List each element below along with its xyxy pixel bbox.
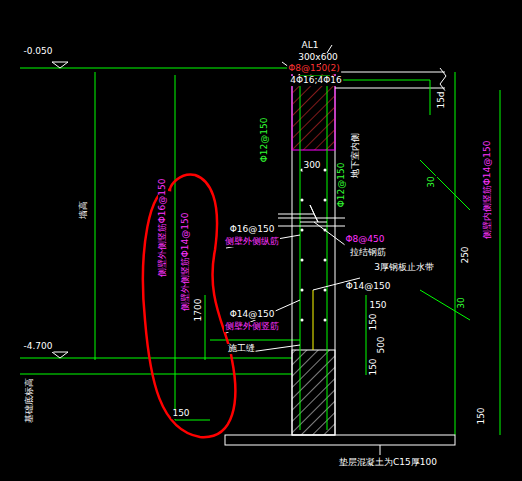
drawing-label: Φ12@150 <box>337 162 347 209</box>
drawing-label: 150 <box>477 406 487 425</box>
drawing-label: 垫层混凝土为C15厚100 <box>338 458 438 468</box>
drawing-label: 150 <box>369 312 379 331</box>
drawing-label: 1700 <box>194 298 204 323</box>
drawing-label: Φ16@150 <box>229 225 276 235</box>
drawing-label: 250 <box>461 245 471 264</box>
drawing-label: 4Φ16;4Φ16 <box>289 76 343 86</box>
drawing-label: 150 <box>171 409 190 419</box>
drawing-label: 侧壁内侧竖筋Φ14@150 <box>483 140 493 241</box>
drawing-label: 500 <box>377 335 387 354</box>
drawing-label: 30 <box>427 175 437 188</box>
drawing-label: 侧壁外侧纵筋 <box>224 237 280 247</box>
drawing-label: 墙高 <box>79 200 89 220</box>
drawing-label: AL1 <box>301 41 320 51</box>
drawing-label: 300 <box>302 161 321 171</box>
drawing-label: Φ14@150 <box>229 310 276 320</box>
drawing-label: Φ12@150 <box>260 117 270 164</box>
drawing-label: 30 <box>457 296 467 309</box>
drawing-label: 3厚钢板止水带 <box>373 263 435 273</box>
drawing-label: 拉结钢筋 <box>349 248 387 258</box>
drawing-label: -0.050 <box>22 47 53 57</box>
drawing-label: 150 <box>368 301 387 311</box>
drawing-label: -4.700 <box>22 342 53 352</box>
drawing-label: 施工缝 <box>227 344 256 354</box>
drawing-label: 300x600 <box>297 53 339 63</box>
drawing-label: 基础底标高 <box>25 377 35 424</box>
drawing-label: 地下室内侧 <box>351 132 361 179</box>
drawing-label: 150 <box>369 357 379 376</box>
drawing-label: Φ8@150(2) <box>287 64 341 74</box>
drawing-label: 侧壁外侧竖筋Φ16@150 <box>158 178 168 279</box>
drawing-label: Φ14@150 <box>345 282 392 292</box>
drawing-label: Φ8@450 <box>345 235 386 245</box>
drawing-label: 侧壁外侧竖筋 <box>224 322 280 332</box>
drawing-label: 15d <box>437 90 447 109</box>
drawing-label: 侧壁外侧竖筋Φ14@150 <box>181 212 191 313</box>
